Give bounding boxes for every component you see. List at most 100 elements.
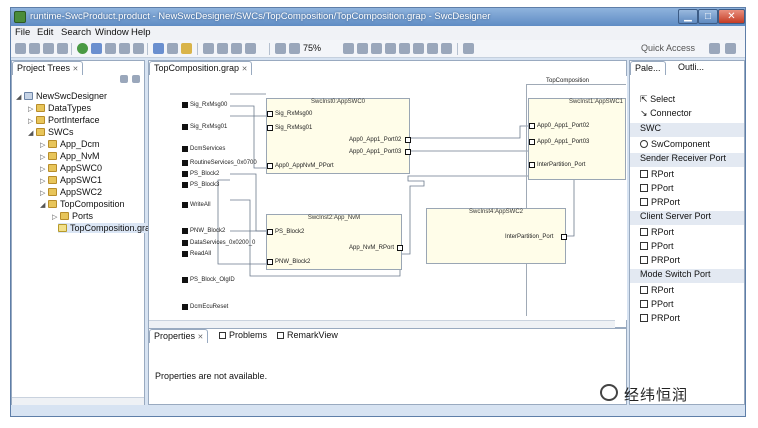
tree-item-appswc2[interactable]: ▷AppSWC2 bbox=[40, 187, 103, 197]
composition-port[interactable] bbox=[182, 228, 188, 234]
composition-port[interactable] bbox=[182, 304, 188, 310]
settings-icon[interactable] bbox=[153, 43, 164, 54]
tree-item-appswc0[interactable]: ▷AppSWC0 bbox=[40, 163, 103, 173]
connection-line[interactable] bbox=[230, 105, 266, 169]
tab-palette[interactable]: Pale... bbox=[630, 61, 666, 75]
palette-item-prport[interactable]: PRPort bbox=[640, 313, 680, 323]
link-editor-icon[interactable] bbox=[132, 75, 140, 83]
refresh-icon[interactable] bbox=[119, 43, 130, 54]
palette-item-pport[interactable]: PPort bbox=[640, 299, 674, 309]
menu-help[interactable]: Help bbox=[131, 27, 151, 38]
collapse-all-icon[interactable] bbox=[120, 75, 128, 83]
align-top-icon[interactable] bbox=[385, 43, 396, 54]
tree-item-datatypes[interactable]: ▷DataTypes bbox=[28, 103, 92, 113]
tree-item-app-dcm[interactable]: ▷App_Dcm bbox=[40, 139, 100, 149]
palette-item-pport[interactable]: PPort bbox=[640, 183, 674, 193]
menu-edit[interactable]: Edit bbox=[37, 27, 54, 38]
palette-section-client-server[interactable]: Client Server Port bbox=[630, 211, 744, 225]
connection-line[interactable] bbox=[217, 179, 266, 265]
align-left-icon[interactable] bbox=[343, 43, 354, 54]
collapsed-icon[interactable]: ▷ bbox=[40, 190, 46, 197]
palette-item-swcomponent[interactable]: SwComponent bbox=[640, 139, 710, 149]
component-port[interactable] bbox=[267, 229, 273, 235]
palette-item-pport[interactable]: PPort bbox=[640, 241, 674, 251]
collapsed-icon[interactable]: ▷ bbox=[52, 214, 58, 221]
palette-item-prport[interactable]: PRPort bbox=[640, 255, 680, 265]
run-icon[interactable] bbox=[77, 43, 88, 54]
composition-port[interactable] bbox=[182, 277, 188, 283]
back-arrow-icon[interactable] bbox=[203, 43, 214, 54]
tree-item-portinterface[interactable]: ▷PortInterface bbox=[28, 115, 100, 125]
close-icon[interactable]: ✕ bbox=[197, 334, 204, 341]
tree-item-app-nvm[interactable]: ▷App_NvM bbox=[40, 151, 100, 161]
minimize-button[interactable]: ▁ bbox=[678, 9, 698, 24]
save-icon[interactable] bbox=[29, 43, 40, 54]
forward-arrow-icon[interactable] bbox=[217, 43, 228, 54]
expanded-icon[interactable]: ◢ bbox=[16, 94, 22, 101]
component-port[interactable] bbox=[267, 163, 273, 169]
menu-file[interactable]: File bbox=[15, 27, 31, 38]
collapsed-icon[interactable]: ▷ bbox=[28, 118, 34, 125]
print-icon[interactable] bbox=[57, 43, 68, 54]
connection-line[interactable] bbox=[230, 173, 266, 232]
build-icon[interactable] bbox=[105, 43, 116, 54]
composition-port[interactable] bbox=[182, 124, 188, 130]
route-icon[interactable] bbox=[463, 43, 474, 54]
palette-section-sender-receiver[interactable]: Sender Receiver Port bbox=[630, 153, 744, 167]
component-port[interactable] bbox=[267, 111, 273, 117]
match-height-icon[interactable] bbox=[441, 43, 452, 54]
collapsed-icon[interactable]: ▷ bbox=[40, 178, 46, 185]
tab-properties[interactable]: Properties ✕ bbox=[149, 329, 209, 343]
composition-port[interactable] bbox=[182, 160, 188, 166]
connection-line[interactable] bbox=[400, 248, 411, 255]
close-icon[interactable]: ✕ bbox=[72, 66, 79, 73]
palette-item-rport[interactable]: RPort bbox=[640, 285, 674, 295]
composition-port[interactable] bbox=[182, 240, 188, 246]
zoom-level[interactable]: 75% bbox=[303, 43, 322, 53]
component-port[interactable] bbox=[267, 259, 273, 265]
component-port[interactable] bbox=[561, 234, 567, 240]
validate-icon[interactable] bbox=[133, 43, 144, 54]
swc-component-app-nvm[interactable]: SwcInst2:App_NvM PS_Block2 App_NvM_RPort… bbox=[266, 214, 403, 270]
open-perspective-icon[interactable] bbox=[725, 43, 736, 54]
collapsed-icon[interactable]: ▷ bbox=[40, 154, 46, 161]
tab-outline[interactable]: Outli... bbox=[678, 62, 705, 72]
layout-icon[interactable] bbox=[167, 43, 178, 54]
nav-right-icon[interactable] bbox=[245, 43, 256, 54]
perspective-icon[interactable] bbox=[709, 43, 720, 54]
palette-item-prport[interactable]: PRPort bbox=[640, 197, 680, 207]
palette-section-mode-switch[interactable]: Mode Switch Port bbox=[630, 269, 744, 283]
pencil-icon[interactable] bbox=[181, 43, 192, 54]
connection-line[interactable] bbox=[410, 125, 528, 139]
tree-item-newswcdesigner[interactable]: ◢NewSwcDesigner bbox=[16, 91, 108, 101]
component-port[interactable] bbox=[529, 162, 535, 168]
nav-left-icon[interactable] bbox=[231, 43, 242, 54]
swc-component-appswc1[interactable]: SwcInst1:AppSWC1 App0_App1_Port02 App0_A… bbox=[528, 98, 626, 180]
tree-item-ports[interactable]: ▷Ports bbox=[52, 211, 94, 221]
composition-port[interactable] bbox=[182, 102, 188, 108]
component-port[interactable] bbox=[397, 245, 403, 251]
swc-component-appswc0[interactable]: SwcInst0:AppSWC0 Sig_RxMsg00 Sig_RxMsg01… bbox=[266, 98, 411, 174]
expanded-icon[interactable]: ◢ bbox=[40, 202, 46, 209]
tree-item-topcomposition[interactable]: ◢TopComposition bbox=[40, 199, 125, 209]
expanded-icon[interactable]: ◢ bbox=[28, 130, 34, 137]
palette-item-rport[interactable]: RPort bbox=[640, 169, 674, 179]
tree-item-swcs[interactable]: ◢SWCs bbox=[28, 127, 74, 137]
collapsed-icon[interactable]: ▷ bbox=[28, 106, 34, 113]
align-middle-icon[interactable] bbox=[399, 43, 410, 54]
component-port[interactable] bbox=[267, 125, 273, 131]
composition-port[interactable] bbox=[182, 171, 188, 177]
align-bottom-icon[interactable] bbox=[413, 43, 424, 54]
palette-section-swc[interactable]: SWC bbox=[630, 123, 744, 137]
swc-component-appswc2[interactable]: SwcInst4:AppSWC2 InterPartition_Port bbox=[426, 208, 567, 264]
collapsed-icon[interactable]: ▷ bbox=[40, 166, 46, 173]
align-center-icon[interactable] bbox=[357, 43, 368, 54]
save-all-icon[interactable] bbox=[43, 43, 54, 54]
component-port[interactable] bbox=[529, 139, 535, 145]
tab-problems[interactable]: Problems bbox=[219, 330, 267, 344]
tool-connector[interactable]: ↘ Connector bbox=[640, 108, 692, 118]
component-port[interactable] bbox=[529, 123, 535, 129]
close-icon[interactable]: ✕ bbox=[241, 66, 248, 73]
component-port[interactable] bbox=[405, 149, 411, 155]
tree-item-appswc1[interactable]: ▷AppSWC1 bbox=[40, 175, 103, 185]
